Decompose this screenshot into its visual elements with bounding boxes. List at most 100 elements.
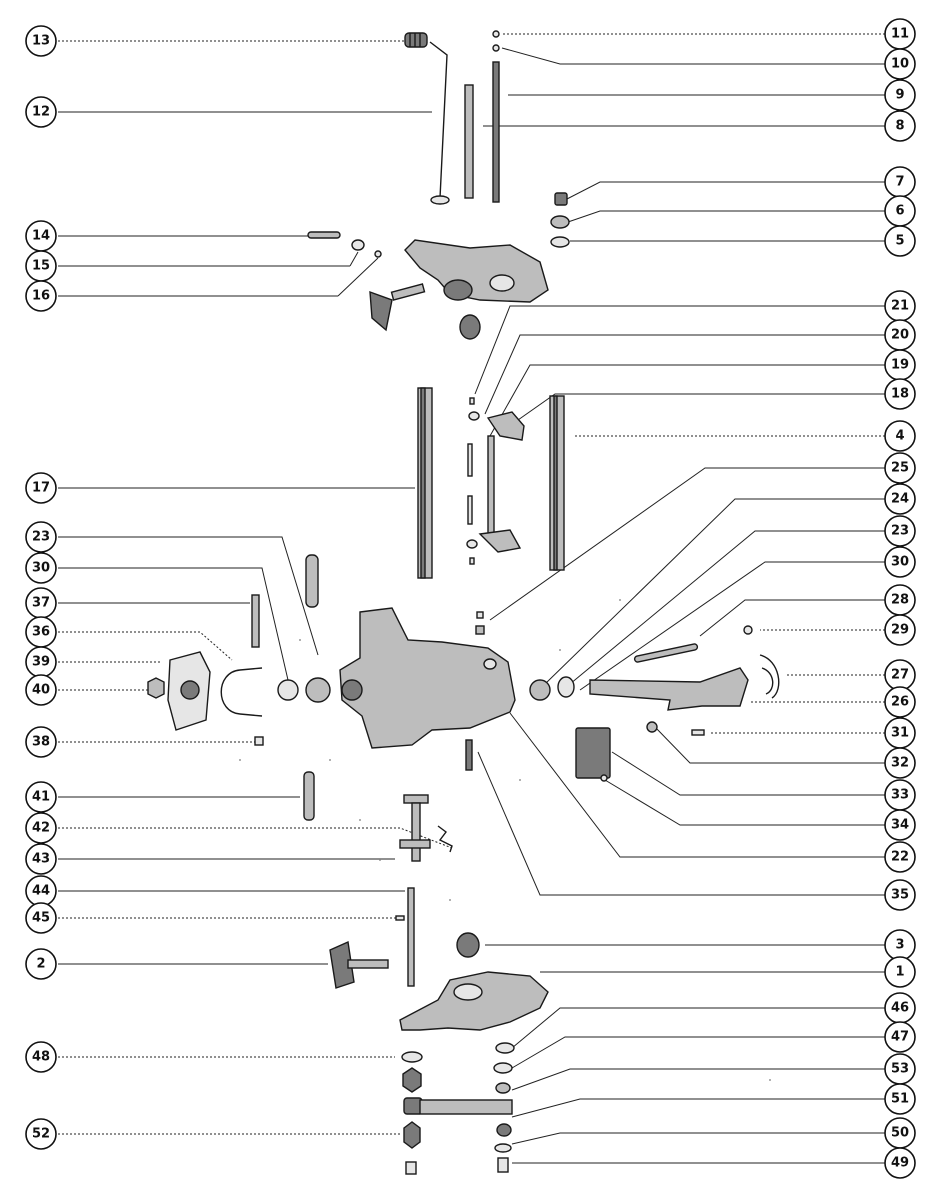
ring-part-10: [492, 44, 500, 52]
bolt-part-28: [633, 643, 699, 663]
screw-part-43: [399, 794, 431, 862]
callout-45: 45: [25, 902, 57, 934]
svg-text:46: 46: [891, 1001, 909, 1016]
ring-part-24: [475, 625, 485, 635]
callouts: 13 12 14 15 16 17 23 30 37 36 39 40 38 4…: [25, 18, 916, 1179]
callout-5: 5: [884, 225, 916, 257]
lever-part-51: [403, 1097, 513, 1115]
svg-text:2: 2: [36, 957, 45, 972]
screw-handle-part-2: [329, 940, 389, 989]
spring-part-42: [437, 825, 453, 853]
callout-6: 6: [884, 195, 916, 227]
screw-part-52b: [405, 1161, 417, 1175]
nut-part-52: [403, 1121, 421, 1149]
svg-text:43: 43: [32, 852, 50, 867]
pin-part-25: [476, 611, 484, 619]
ring-part-11: [492, 30, 500, 38]
washer-part-30-right: [557, 676, 575, 698]
spring-part-13: [404, 32, 428, 48]
svg-text:45: 45: [32, 911, 50, 926]
washer-part-15: [351, 239, 365, 251]
screw-part-49: [497, 1157, 509, 1173]
callout-16: 16: [25, 280, 57, 312]
svg-text:36: 36: [32, 625, 50, 640]
callout-29: 29: [884, 614, 916, 646]
svg-text:17: 17: [32, 481, 50, 496]
washer-part-6: [550, 215, 570, 229]
callout-4: 4: [884, 420, 916, 452]
tube-part-18: [549, 395, 565, 571]
svg-text:39: 39: [32, 655, 50, 670]
callout-19: 19: [884, 349, 916, 381]
callout-27: 27: [884, 659, 916, 691]
svg-text:7: 7: [895, 175, 904, 190]
svg-text:5: 5: [895, 234, 904, 249]
callout-40: 40: [25, 674, 57, 706]
u-bolt-part-36: [220, 667, 263, 717]
svg-text:9: 9: [895, 88, 904, 103]
callout-44: 44: [25, 875, 57, 907]
svg-text:53: 53: [891, 1062, 909, 1077]
callout-2: 2: [25, 948, 57, 980]
svg-text:22: 22: [891, 850, 909, 865]
arm-part-26: [589, 667, 749, 711]
callout-47: 47: [884, 1021, 916, 1053]
callout-43: 43: [25, 843, 57, 875]
callout-49: 49: [884, 1147, 916, 1179]
callout-21: 21: [884, 290, 916, 322]
callout-18: 18: [884, 378, 916, 410]
callout-28: 28: [884, 584, 916, 616]
callout-34: 34: [884, 809, 916, 841]
callout-51: 51: [884, 1083, 916, 1115]
svg-text:15: 15: [32, 259, 50, 274]
lower-bracket-part-1: [399, 971, 549, 1031]
callout-52: 52: [25, 1118, 57, 1150]
knob-part-3: [456, 932, 480, 958]
pin-part-a: [467, 443, 473, 477]
callout-24: 24: [884, 483, 916, 515]
swivel-bracket-part-22: [339, 607, 516, 749]
bolt-part-41: [303, 771, 315, 821]
pin-part-b: [467, 495, 473, 525]
callout-3: 3: [884, 929, 916, 961]
callout-46: 46: [884, 992, 916, 1024]
ring-part-20: [468, 411, 480, 421]
callout-23-left: 23: [25, 521, 57, 553]
svg-text:33: 33: [891, 788, 909, 803]
svg-text:14: 14: [32, 229, 50, 244]
svg-text:3: 3: [895, 938, 904, 953]
washer-part-23-left: [305, 677, 331, 703]
nut-part-48b: [402, 1067, 422, 1093]
callout-8: 8: [884, 110, 916, 142]
callout-48: 48: [25, 1041, 57, 1073]
ring-part-53: [495, 1082, 511, 1094]
svg-text:27: 27: [891, 668, 909, 683]
callout-31: 31: [884, 717, 916, 749]
threaded-rod-part-9: [492, 61, 500, 203]
svg-text:10: 10: [891, 57, 909, 72]
washer-part-46: [495, 1042, 515, 1054]
svg-text:19: 19: [891, 358, 909, 373]
callout-14: 14: [25, 220, 57, 252]
callout-37: 37: [25, 587, 57, 619]
pin-part-21: [469, 397, 475, 405]
callout-10: 10: [884, 48, 916, 80]
svg-text:49: 49: [891, 1156, 909, 1171]
callout-30-left: 30: [25, 552, 57, 584]
rod-part-8: [464, 84, 474, 199]
ring-part-32: [646, 721, 658, 733]
bent-rod-part-12: [429, 41, 450, 205]
svg-text:4: 4: [895, 429, 904, 444]
callout-25: 25: [884, 452, 916, 484]
svg-text:51: 51: [891, 1092, 909, 1107]
svg-text:34: 34: [891, 818, 909, 833]
svg-text:38: 38: [32, 735, 50, 750]
shaft-part-17: [417, 387, 433, 579]
speckle-texture: [239, 599, 771, 1081]
washer-part-5: [550, 236, 570, 248]
svg-text:35: 35: [891, 888, 909, 903]
svg-text:23: 23: [32, 530, 50, 545]
upper-bracket: [404, 239, 549, 303]
callout-26: 26: [884, 686, 916, 718]
washer-part-50b: [494, 1143, 512, 1153]
